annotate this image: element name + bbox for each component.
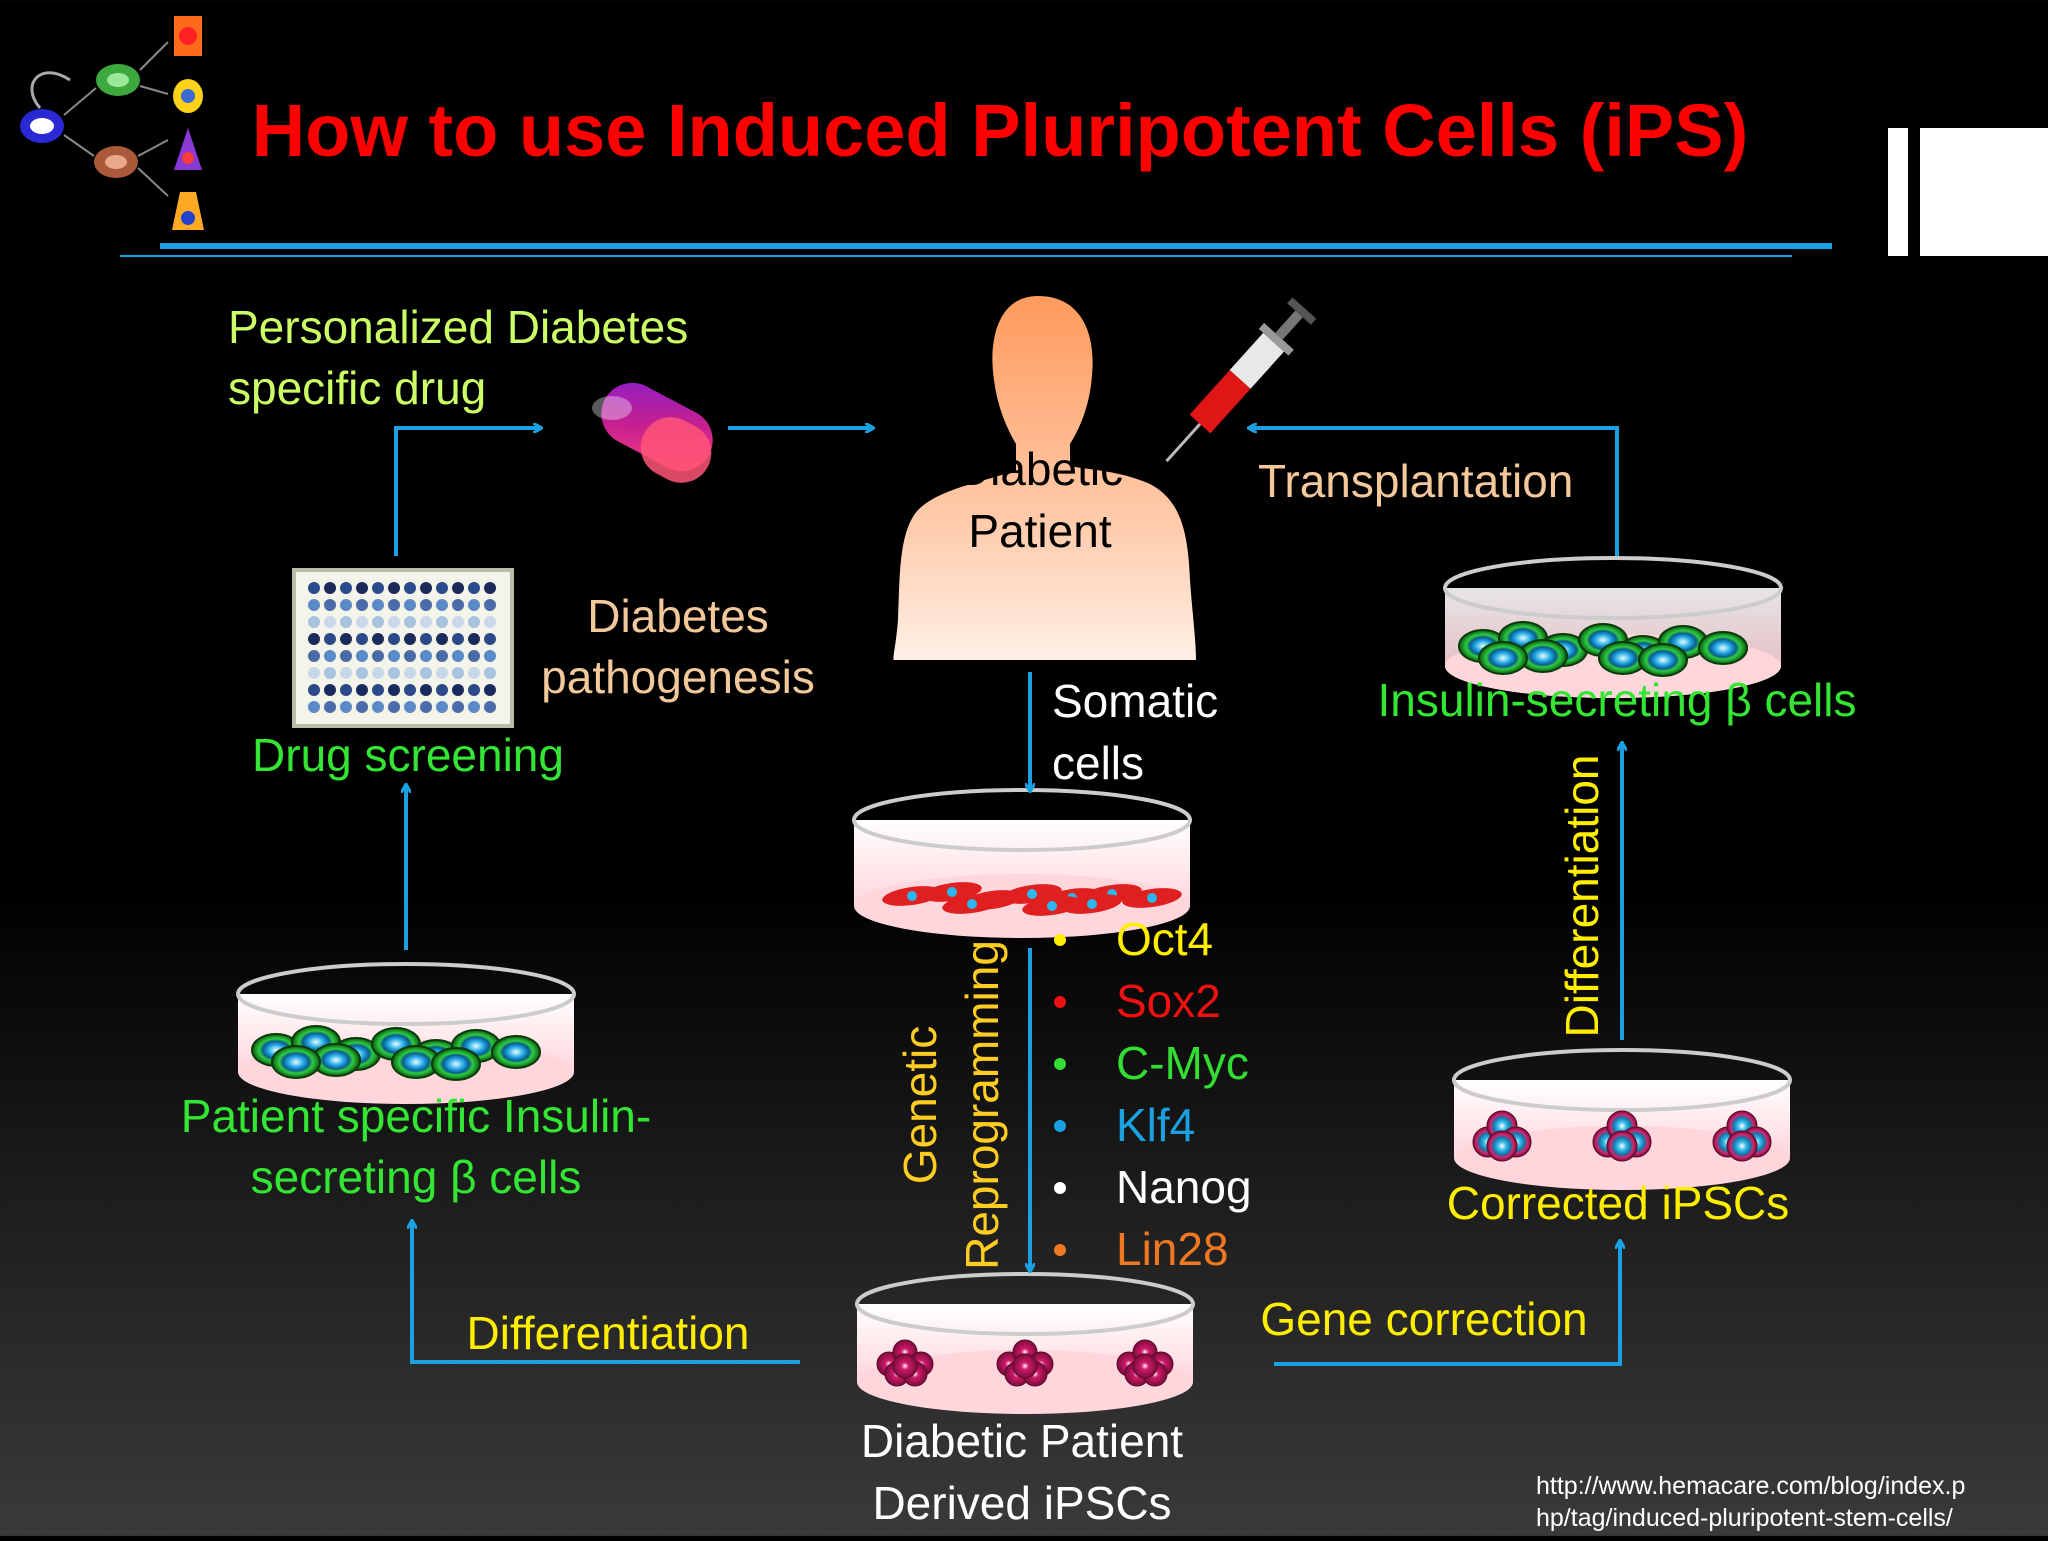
differentiation-bottom-label: Differentiation (467, 1307, 750, 1359)
factor-name: C-Myc (1116, 1037, 1249, 1089)
slide-accent-bar-wide (1920, 128, 2048, 256)
personalized-drug-label-line2: specific drug (228, 362, 486, 414)
corrected-ipscs-label: Corrected iPSCs (1447, 1177, 1790, 1229)
reprogramming-label: Reprogramming (956, 940, 1008, 1270)
factor-item: Nanog (1054, 1161, 1252, 1213)
factor-name: Sox2 (1116, 975, 1221, 1027)
personalized-drug-label-line1: Personalized Diabetes (228, 301, 688, 353)
drug-screening-label: Drug screening (252, 729, 564, 781)
petri-dish-derived-ipscs (855, 1272, 1195, 1414)
factor-item: C-Myc (1054, 1037, 1249, 1089)
arrow-screening-to-drug (394, 428, 540, 556)
factor-name: Klf4 (1116, 1099, 1195, 1151)
petri-dish-somatic-cells (852, 788, 1192, 938)
flow-arrows (394, 428, 1622, 1366)
gene-correction-label: Gene correction (1260, 1293, 1587, 1345)
factor-name: Nanog (1116, 1161, 1252, 1213)
petri-dish-patient-beta-cells (236, 962, 576, 1104)
insulin-secreting-label: Insulin-secreting β cells (1378, 674, 1857, 726)
petri-dish-insulin-cells (1443, 556, 1783, 698)
syringe-icon (1165, 297, 1317, 463)
bullet-icon (1054, 1120, 1066, 1132)
source-url-line1[interactable]: http://www.hemacare.com/blog/index.p (1536, 1472, 1965, 1500)
diabetic-patient-label-line1: Diabetic (957, 443, 1123, 495)
arrow-gene-correction (1274, 1242, 1620, 1366)
factor-item: Klf4 (1054, 1099, 1195, 1151)
bullet-icon (1054, 1244, 1066, 1256)
arrow-transplantation (1250, 428, 1619, 556)
derived-ipscs-label-line1: Diabetic Patient (861, 1415, 1183, 1467)
patient-specific-label-line2: secreting β cells (251, 1151, 582, 1203)
diabetes-pathogenesis-label-line2: pathogenesis (541, 651, 815, 703)
bullet-icon (1054, 1058, 1066, 1070)
stem-cell-lineage-icon (20, 16, 204, 230)
transplantation-label: Transplantation (1258, 455, 1573, 507)
factor-name: Lin28 (1116, 1223, 1229, 1275)
genetic-label: Genetic (894, 1026, 946, 1185)
diabetic-patient-label-line2: Patient (968, 505, 1111, 557)
arrow-derived-to-beta (412, 1222, 800, 1364)
factor-item: Sox2 (1054, 975, 1221, 1027)
factor-name: Oct4 (1116, 913, 1213, 965)
capsule-icon (592, 382, 713, 483)
factor-item: Lin28 (1054, 1223, 1229, 1275)
derived-ipscs-label-line2: Derived iPSCs (872, 1477, 1171, 1529)
source-url-line2[interactable]: hp/tag/induced-pluripotent-stem-cells/ (1536, 1504, 1953, 1532)
factor-item: Oct4 (1054, 913, 1213, 965)
somatic-cells-label-line1: Somatic (1052, 675, 1218, 727)
somatic-cells-label-line2: cells (1052, 737, 1144, 789)
bullet-icon (1054, 996, 1066, 1008)
well-plate-icon (292, 568, 514, 728)
differentiation-vertical-label: Differentiation (1556, 755, 1608, 1038)
human-torso-icon (893, 296, 1196, 660)
page-title: How to use Induced Pluripotent Cells (iP… (252, 89, 1749, 172)
petri-dish-corrected-ipscs (1452, 1048, 1792, 1190)
bullet-icon (1054, 1182, 1066, 1194)
diabetes-pathogenesis-label-line1: Diabetes (587, 590, 769, 642)
bullet-icon (1054, 934, 1066, 946)
patient-specific-label-line1: Patient specific Insulin- (181, 1090, 651, 1142)
slide-accent-bar-thin (1888, 128, 1908, 256)
